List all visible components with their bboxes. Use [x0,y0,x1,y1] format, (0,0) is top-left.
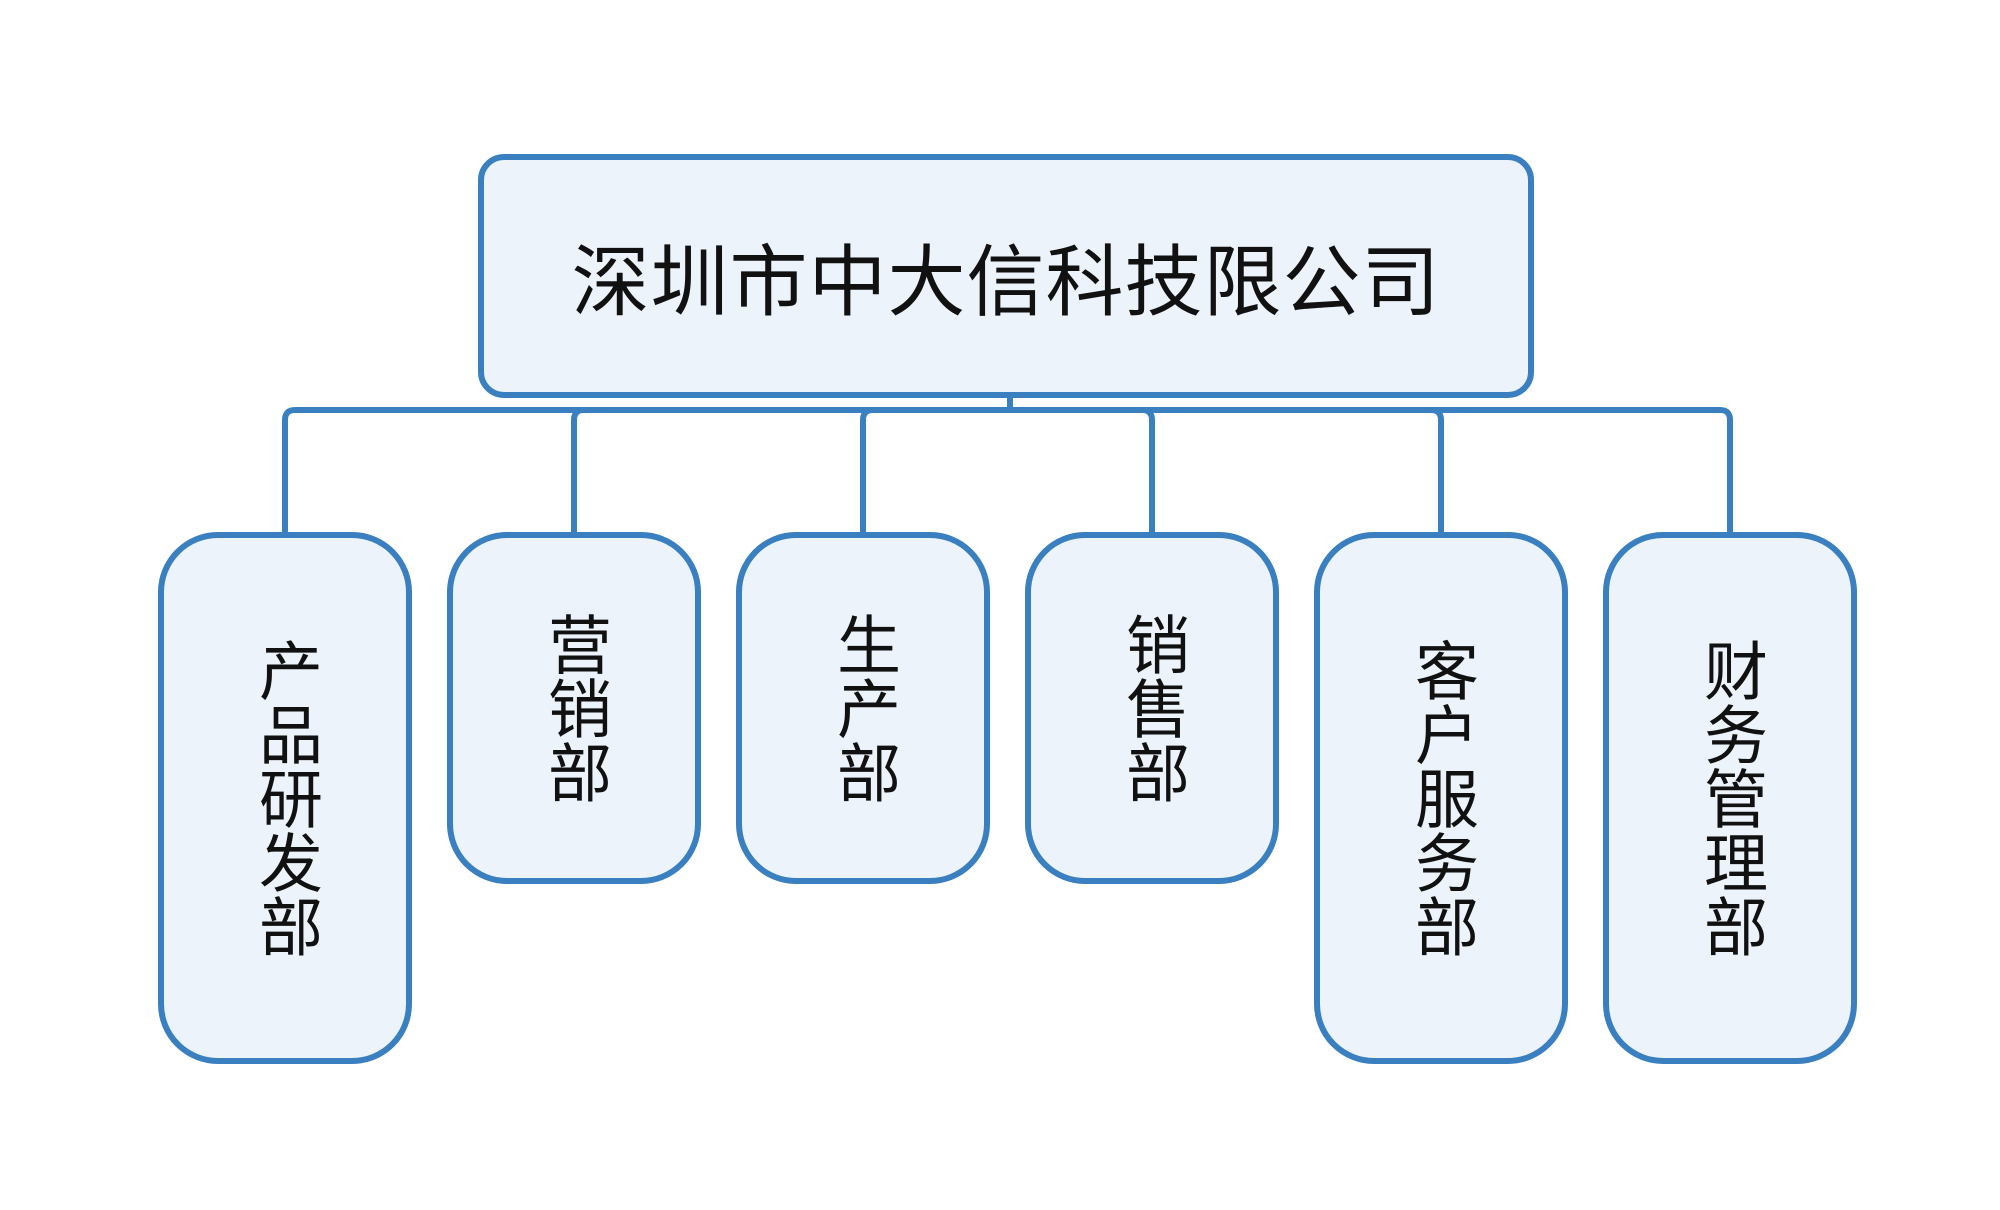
drop-line-3 [860,407,874,534]
department-node: 生产部 [736,532,990,884]
department-label: 销售部 [1115,612,1189,804]
department-label: 客户服务部 [1404,638,1478,958]
department-node: 产品研发部 [158,532,412,1064]
department-label: 营销部 [537,612,611,804]
department-node: 营销部 [447,532,701,884]
department-label: 生产部 [826,612,900,804]
bus-line [282,407,1733,534]
department-node: 销售部 [1025,532,1279,884]
department-label: 财务管理部 [1693,638,1767,958]
department-node: 财务管理部 [1603,532,1857,1064]
department-node: 客户服务部 [1314,532,1568,1064]
department-label: 产品研发部 [248,638,322,958]
root-node: 深圳市中大信科技限公司 [478,154,1534,398]
drop-line-2 [571,407,585,534]
root-node-label: 深圳市中大信科技限公司 [571,238,1441,328]
drop-line-5 [1430,407,1444,534]
drop-line-4 [1141,407,1155,534]
